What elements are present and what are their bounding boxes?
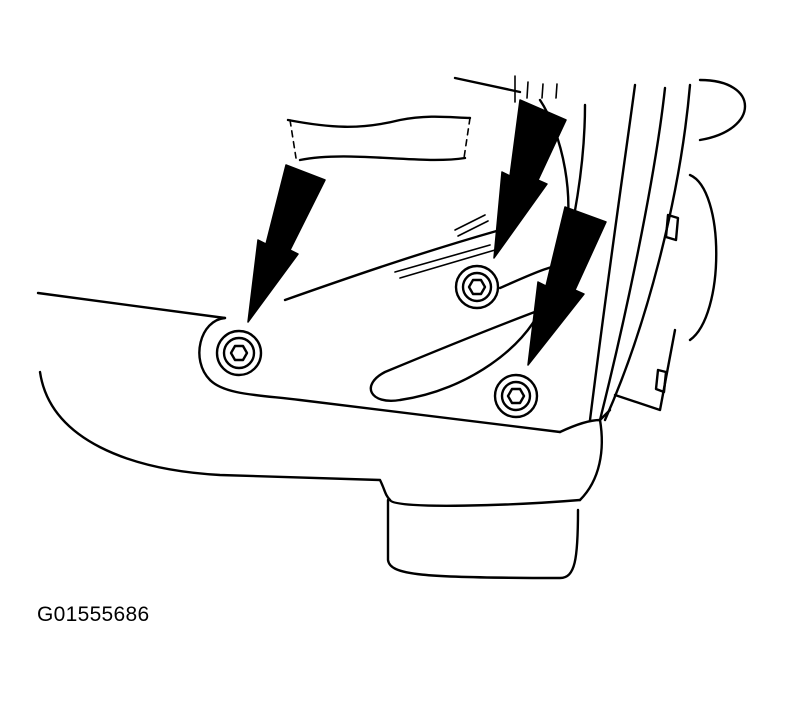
arrow-bolt-upper: [493, 99, 567, 259]
figure-code: G01555686: [37, 603, 150, 626]
arrow-bolt-left: [247, 164, 326, 323]
arrow-bolt-lower: [527, 206, 607, 366]
base-housing: [38, 370, 603, 580]
bolt-lower: [493, 373, 539, 419]
bolt-upper: [454, 264, 500, 310]
trim-strip: [286, 115, 472, 162]
bolt-left: [215, 329, 263, 377]
rear-housing: [688, 78, 747, 342]
